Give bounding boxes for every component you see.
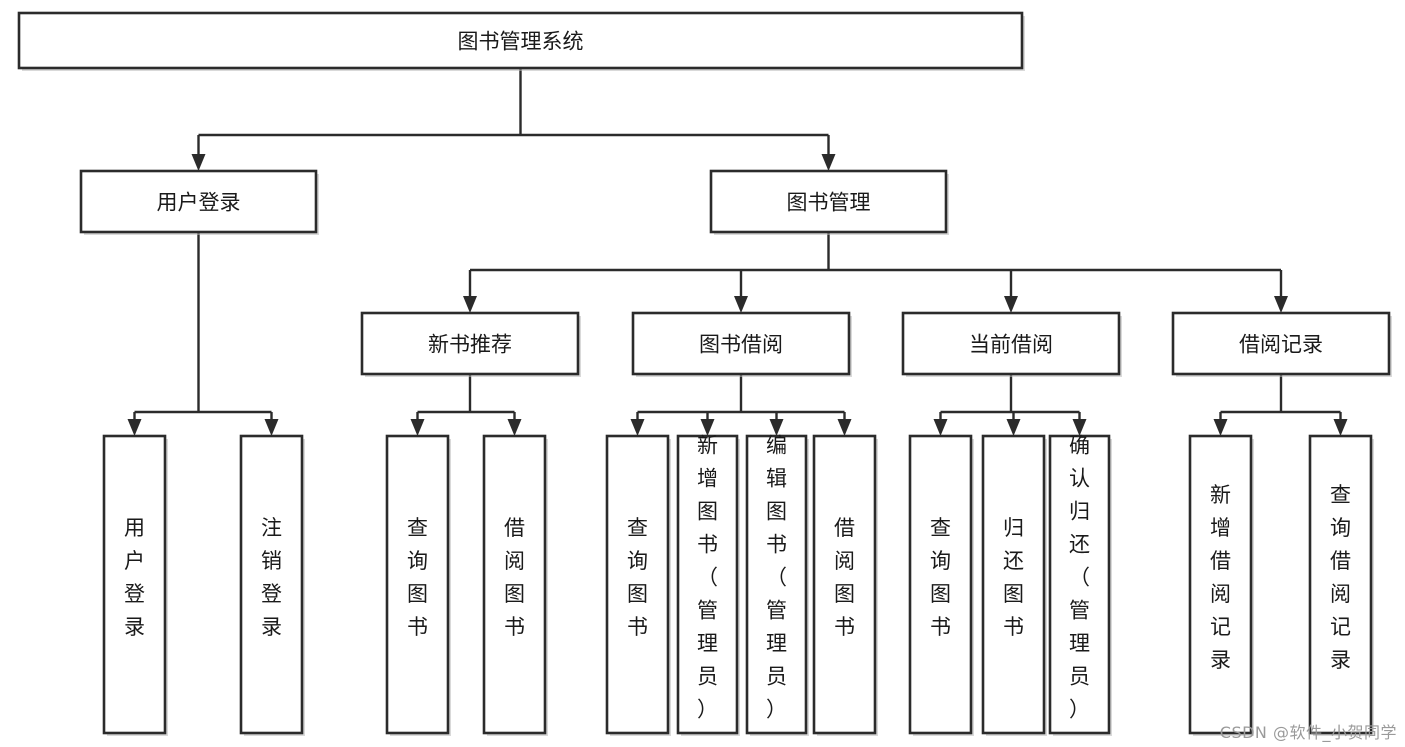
arrow-head-icon — [734, 296, 748, 313]
arrow-head-icon — [630, 419, 645, 436]
arrow-head-icon — [191, 154, 206, 171]
node-label: 查询图书 — [407, 516, 428, 639]
arrow-head-icon — [1333, 419, 1348, 436]
node-label: 借阅图书 — [834, 516, 855, 639]
node-layer: 图书管理系统用户登录图书管理新书推荐图书借阅当前借阅借阅记录用户登录注销登录查询… — [17, 11, 1392, 737]
node-leaf-borrow-book-1[interactable]: 借阅图书 — [482, 434, 548, 736]
arrow-head-icon — [1004, 296, 1018, 313]
arrow-head-icon — [1213, 419, 1228, 436]
node-leaf-confirm-return[interactable]: 确认归还（管理员） — [1048, 434, 1112, 737]
node-leaf-borrow-book-2[interactable]: 借阅图书 — [812, 434, 878, 736]
node-root-system[interactable]: 图书管理系统 — [17, 11, 1025, 71]
node-book-manage[interactable]: 图书管理 — [709, 169, 949, 235]
arrow-head-icon — [1006, 419, 1021, 436]
node-label: 新书推荐 — [428, 333, 512, 357]
node-leaf-query-book-1[interactable]: 查询图书 — [385, 434, 451, 736]
node-borrow-record[interactable]: 借阅记录 — [1171, 311, 1392, 377]
node-label: 图书管理 — [787, 191, 871, 215]
arrow-head-icon — [410, 419, 425, 436]
node-leaf-user-logout[interactable]: 注销登录 — [239, 434, 305, 736]
watermark-text: CSDN @软件_小贺同学 — [1219, 723, 1397, 742]
node-label: 图书管理系统 — [458, 30, 584, 54]
node-label: 用户登录 — [124, 516, 145, 639]
node-label: 查询图书 — [930, 516, 951, 639]
node-label: 新增借阅记录 — [1210, 483, 1231, 672]
node-label: 图书借阅 — [699, 333, 783, 357]
node-user-login[interactable]: 用户登录 — [79, 169, 319, 235]
node-leaf-query-book-2[interactable]: 查询图书 — [605, 434, 671, 736]
arrow-head-icon — [1274, 296, 1288, 313]
node-label: 查询图书 — [627, 516, 648, 639]
arrow-head-icon — [507, 419, 522, 436]
node-label: 注销登录 — [261, 516, 282, 639]
node-leaf-query-record[interactable]: 查询借阅记录 — [1308, 434, 1374, 736]
node-label: 确认归还（管理员） — [1069, 434, 1090, 722]
connector-layer — [127, 68, 1348, 436]
arrow-head-icon — [933, 419, 948, 436]
node-leaf-return-book[interactable]: 归还图书 — [981, 434, 1047, 736]
arrow-head-icon — [463, 296, 477, 313]
node-label: 查询借阅记录 — [1330, 483, 1351, 672]
node-label: 当前借阅 — [969, 333, 1053, 357]
arrow-head-icon — [264, 419, 279, 436]
node-label: 借阅图书 — [504, 516, 525, 639]
node-book-borrow[interactable]: 图书借阅 — [631, 311, 852, 377]
arrow-head-icon — [127, 419, 142, 436]
node-label: 借阅记录 — [1239, 333, 1323, 357]
arrow-head-icon — [769, 419, 784, 436]
node-leaf-query-book-3[interactable]: 查询图书 — [908, 434, 974, 736]
arrow-head-icon — [1072, 419, 1087, 436]
arrow-head-icon — [837, 419, 852, 436]
node-leaf-edit-book[interactable]: 编辑图书（管理员） — [745, 434, 809, 737]
arrow-head-icon — [821, 154, 836, 171]
node-current-borrow[interactable]: 当前借阅 — [901, 311, 1122, 377]
node-new-book-rec[interactable]: 新书推荐 — [360, 311, 581, 377]
node-label: 归还图书 — [1003, 516, 1024, 639]
node-leaf-add-book[interactable]: 新增图书（管理员） — [676, 434, 740, 737]
arrow-head-icon — [700, 419, 715, 436]
node-leaf-add-record[interactable]: 新增借阅记录 — [1188, 434, 1254, 736]
node-leaf-user-login[interactable]: 用户登录 — [102, 434, 168, 736]
node-label: 新增图书（管理员） — [697, 434, 718, 722]
node-label: 用户登录 — [157, 191, 241, 215]
node-label: 编辑图书（管理员） — [766, 434, 787, 722]
